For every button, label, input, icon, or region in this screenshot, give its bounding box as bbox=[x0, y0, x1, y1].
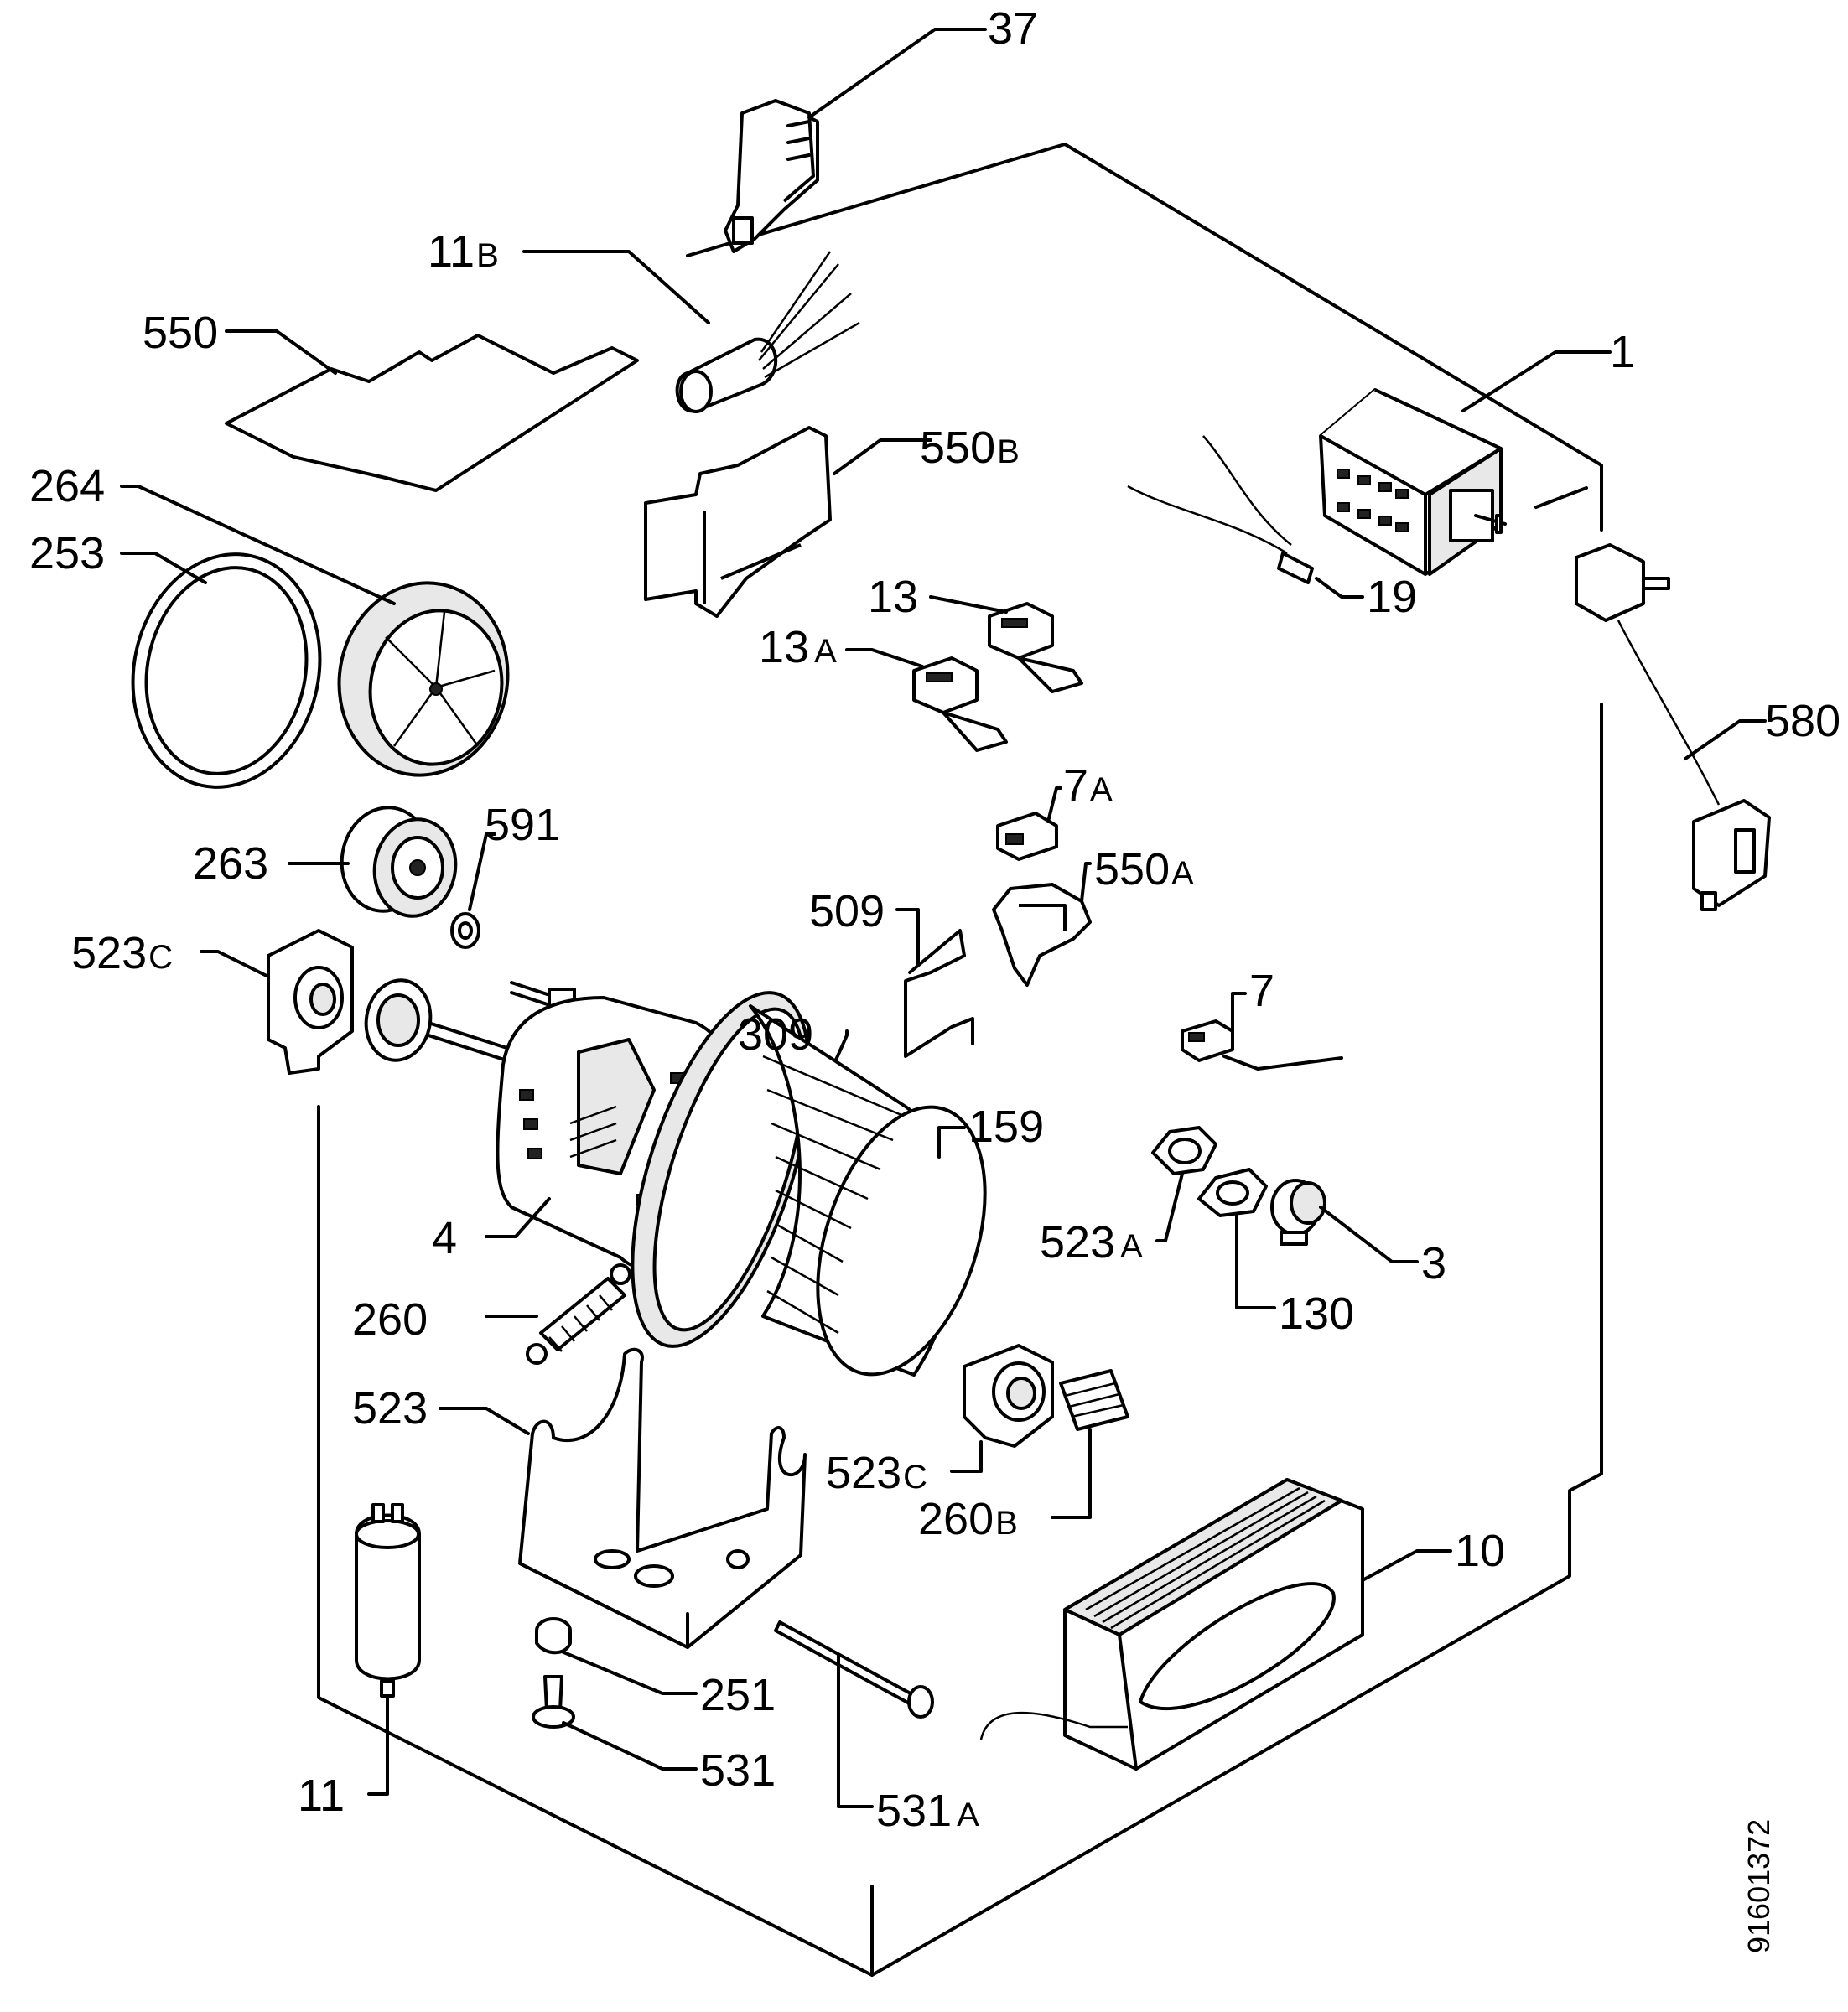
label-10: 10 bbox=[1455, 1526, 1505, 1576]
label-550b-number: 550 bbox=[920, 423, 995, 473]
label-550b: 550B bbox=[920, 423, 1020, 473]
part-260-spring bbox=[485, 1263, 631, 1365]
label-550a-number: 550 bbox=[1094, 844, 1170, 895]
label-7a-suffix: A bbox=[1090, 771, 1113, 808]
part-3-thermostat bbox=[1270, 1179, 1419, 1263]
part-10-heater bbox=[979, 1478, 1452, 1771]
label-11b-number: 11 bbox=[428, 226, 475, 277]
label-264: 264 bbox=[29, 461, 105, 511]
label-3: 3 bbox=[1421, 1238, 1446, 1289]
part-309-seal-ring bbox=[631, 991, 849, 1348]
part-motor-shaft bbox=[364, 978, 576, 1066]
label-253: 253 bbox=[29, 528, 105, 578]
part-1-timer bbox=[1319, 350, 1612, 576]
label-509: 509 bbox=[809, 886, 885, 936]
cabinet-outline bbox=[317, 143, 1603, 1977]
label-4: 4 bbox=[432, 1213, 457, 1263]
part-159-fan-drum bbox=[749, 1004, 987, 1377]
label-531: 531 bbox=[700, 1745, 776, 1796]
label-11: 11 bbox=[298, 1771, 345, 1821]
part-251-nut bbox=[535, 1617, 698, 1695]
label-260b-suffix: B bbox=[995, 1505, 1018, 1542]
part-263-pulley bbox=[288, 806, 458, 918]
part-550-insulation-sheet bbox=[225, 329, 639, 492]
part-531a-bolt bbox=[774, 1620, 934, 1808]
part-11b-suppressor bbox=[522, 250, 860, 413]
label-309: 309 bbox=[738, 1009, 813, 1060]
label-523c-right: 523C bbox=[826, 1448, 927, 1498]
label-7a: 7A bbox=[1063, 760, 1113, 811]
part-550a-bracket bbox=[992, 862, 1092, 987]
label-550a-suffix: A bbox=[1171, 855, 1194, 892]
label-260b: 260B bbox=[918, 1494, 1018, 1544]
part-523c-right-bracket bbox=[950, 1344, 1054, 1473]
label-523c-left-suffix: C bbox=[148, 939, 173, 976]
label-523a-suffix: A bbox=[1120, 1228, 1143, 1265]
label-523a-number: 523 bbox=[1040, 1217, 1115, 1268]
label-251: 251 bbox=[700, 1670, 776, 1720]
timer-contacts-icon bbox=[1337, 469, 1409, 532]
label-11b-suffix: B bbox=[476, 237, 499, 274]
part-7a-microswitch bbox=[996, 786, 1062, 861]
part-130-gasket bbox=[1197, 1168, 1276, 1309]
part-580-door-switch bbox=[1575, 543, 1771, 911]
label-550: 550 bbox=[143, 308, 218, 358]
label-531a-number: 531 bbox=[876, 1786, 952, 1836]
label-13: 13 bbox=[868, 572, 918, 622]
label-591: 591 bbox=[485, 800, 560, 850]
label-523: 523 bbox=[352, 1383, 428, 1434]
label-580: 580 bbox=[1765, 696, 1840, 746]
label-523c-left: 523C bbox=[71, 928, 173, 978]
part-253-belt bbox=[120, 552, 322, 789]
label-19: 19 bbox=[1367, 572, 1417, 622]
part-509-wire bbox=[895, 908, 974, 1058]
part-523c-left-bracket bbox=[200, 929, 354, 1075]
part-13a-switch bbox=[845, 648, 1008, 752]
part-13-switch bbox=[929, 595, 1083, 693]
part-7-microswitch bbox=[1181, 992, 1343, 1071]
label-130: 130 bbox=[1279, 1289, 1354, 1339]
label-1: 1 bbox=[1610, 327, 1635, 377]
label-550b-suffix: B bbox=[997, 433, 1020, 470]
part-550b-duct-panel bbox=[644, 426, 932, 618]
part-531-screw bbox=[532, 1675, 698, 1771]
label-13a-number: 13 bbox=[759, 622, 809, 672]
label-531a-suffix: A bbox=[957, 1797, 979, 1833]
label-260b-number: 260 bbox=[918, 1494, 994, 1544]
part-37-connector bbox=[724, 28, 987, 253]
label-159: 159 bbox=[968, 1102, 1044, 1152]
part-523-cradle bbox=[439, 1347, 807, 1649]
label-550a: 550A bbox=[1094, 844, 1194, 895]
part-591-washer bbox=[450, 832, 496, 949]
label-523c-right-number: 523 bbox=[826, 1448, 901, 1498]
label-7: 7 bbox=[1249, 966, 1274, 1016]
part-264-fan-wheel bbox=[120, 485, 510, 777]
label-11b: 11B bbox=[428, 226, 499, 277]
label-263: 263 bbox=[193, 838, 268, 889]
label-260: 260 bbox=[352, 1294, 428, 1345]
document-id: 91601372 bbox=[1742, 1819, 1776, 1953]
label-523c-right-suffix: C bbox=[903, 1459, 927, 1496]
part-11-capacitor bbox=[355, 1503, 421, 1796]
label-523c-left-number: 523 bbox=[71, 928, 147, 978]
part-260b-spring bbox=[1051, 1369, 1129, 1519]
label-37: 37 bbox=[988, 3, 1038, 54]
label-13a-suffix: A bbox=[814, 633, 837, 670]
label-7a-number: 7 bbox=[1063, 760, 1088, 811]
part-19-sensor bbox=[1127, 435, 1364, 599]
part-523a-clip bbox=[1151, 1126, 1217, 1242]
